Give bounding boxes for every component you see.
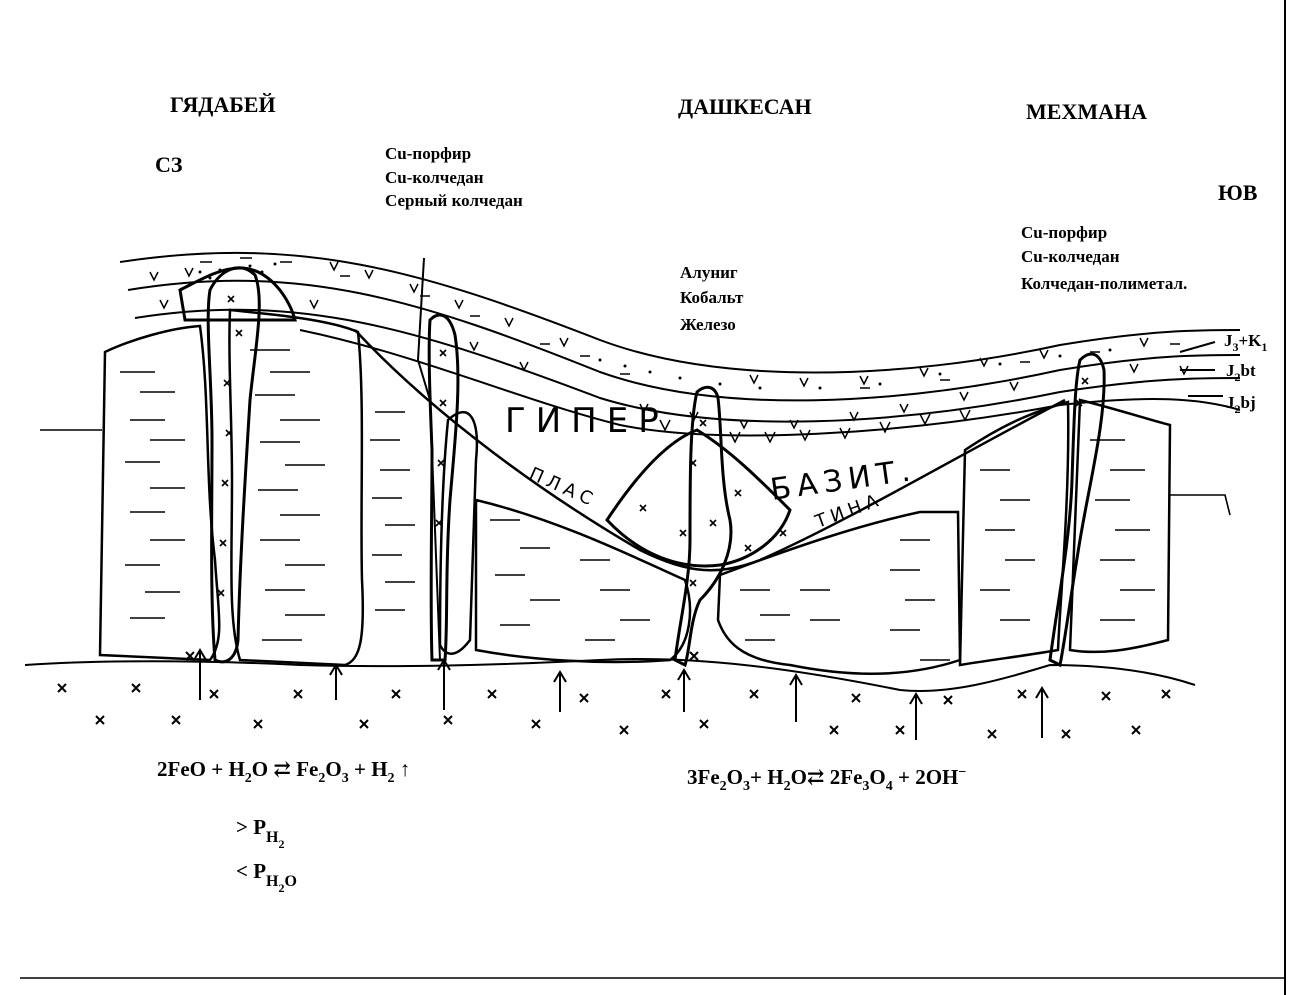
- stratum-label-j2bt: J2bt: [1226, 361, 1256, 384]
- equation-fe2o3-reduction: 3Fe2O3+ H2O⇄ 2Fe3O4 + 2OH−: [687, 765, 966, 794]
- region-label-dashkesan: ДАШКЕСАН: [678, 94, 812, 119]
- body-label-hyper: ГИПЕР: [505, 401, 669, 441]
- deposit-item: Железо: [680, 315, 736, 334]
- region-label-mekhmana: МЕХМАНА: [1026, 99, 1147, 124]
- region-label-gyadabey: ГЯДАБЕЙ: [170, 92, 276, 117]
- equation-feo-hydration: 2FeO + H2O ⇄ Fe2O3 + H2 ↑: [157, 757, 410, 786]
- direction-label-nw: СЗ: [155, 152, 183, 177]
- direction-label-se: ЮВ: [1218, 180, 1258, 205]
- deposit-item: Cu-колчедан: [1021, 247, 1120, 266]
- deposit-list-left: Cu-порфир Cu-колчедан Серный колчедан: [385, 144, 523, 210]
- deposit-item: Серный колчедан: [385, 191, 523, 210]
- deposit-item: Кобальт: [680, 288, 744, 307]
- stratum-label-j3-k1: J3+K1: [1224, 331, 1267, 354]
- body-label-bazit: БАЗИТ.: [768, 453, 918, 508]
- deposit-item: Алуниг: [680, 263, 738, 282]
- pressure-note-h2: > PH2: [236, 815, 285, 851]
- deposit-list-right: Cu-порфир Cu-колчедан Колчедан-полиметал…: [1021, 223, 1187, 293]
- layered-rock-blocks: [100, 310, 1170, 674]
- pressure-note-h2o: < PH2O: [236, 859, 297, 895]
- deposit-list-center: Алуниг Кобальт Железо: [680, 263, 744, 334]
- deposit-item: Cu-порфир: [1021, 223, 1107, 242]
- deposit-item: Cu-колчедан: [385, 168, 484, 187]
- stratum-label-j2bj: J2bj: [1226, 393, 1256, 416]
- body-label-plas: ПЛАС: [526, 463, 600, 511]
- deposit-item: Cu-порфир: [385, 144, 471, 163]
- basement-cross-marks: [58, 652, 1170, 738]
- deposit-item: Колчедан-полиметал.: [1021, 274, 1187, 293]
